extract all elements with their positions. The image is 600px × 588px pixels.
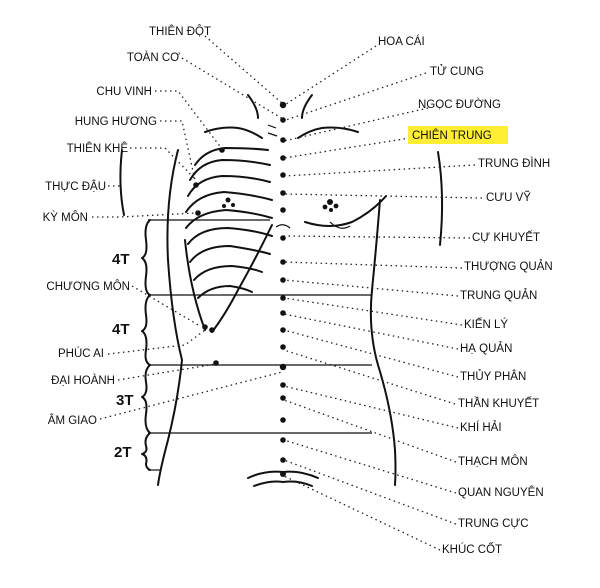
label-ky-mon: KỲ MÔN <box>43 211 88 224</box>
label-chu-vinh: CHU VINH <box>96 86 152 98</box>
label-tu-cung: TỬ CUNG <box>430 65 484 78</box>
highlight-chien-trung <box>408 126 508 144</box>
lateral-points <box>193 147 225 366</box>
label-thien-dot: THIÊN ĐỘT <box>149 25 211 38</box>
segment-label-4t-upper: 4T <box>112 251 130 268</box>
label-thien-khe: THIÊN KHÊ <box>67 142 129 155</box>
label-hung-huong: HUNG HƯƠNG <box>75 116 157 128</box>
label-thach-mon: THẠCH MÔN <box>458 455 528 468</box>
label-thuy-phan: THỦY PHÂN <box>460 370 526 383</box>
label-dai-hoanh: ĐẠI HOÀNH <box>51 374 115 387</box>
label-trung-cuc: TRUNG CỰC <box>458 518 529 530</box>
label-chien-trung: CHIÊN TRUNG <box>412 129 492 142</box>
label-khuc-cot: KHÚC CỐT <box>442 542 502 556</box>
label-hoa-cai: HOA CÁI <box>378 35 425 48</box>
label-chuong-mon: CHƯƠNG MÔN <box>46 280 130 293</box>
measurement-brackets <box>141 219 372 471</box>
nipple-marks <box>222 197 339 212</box>
label-trung-quan: TRUNG QUẢN <box>460 289 537 302</box>
label-thuc-dau: THỰC ĐẬU <box>45 180 106 193</box>
label-cu-khuyet: CỰ KHUYẾT <box>472 231 540 244</box>
label-trung-dinh: TRUNG ĐÌNH <box>478 157 550 170</box>
body-outline <box>119 94 444 487</box>
label-ngoc-duong: NGỌC ĐƯỜNG <box>418 98 501 111</box>
segment-label-3t: 3T <box>116 392 134 409</box>
label-thuong-quan: THƯỢNG QUẢN <box>464 260 553 273</box>
segment-label-4t-lower: 4T <box>112 321 130 338</box>
label-khi-hai: KHÍ HẢI <box>460 421 502 434</box>
label-ha-quan: HẠ QUẢN <box>460 342 512 355</box>
label-am-giao: ÂM GIAO <box>48 414 97 427</box>
label-phuc-ai: PHÚC AI <box>58 347 104 360</box>
label-kien-ly: KIẾN LÝ <box>464 318 508 331</box>
label-cuu-vy: CƯU VỸ <box>486 191 531 204</box>
label-than-khuyet: THẦN KHUYẾT <box>458 397 539 410</box>
label-quan-nguyen: QUAN NGUYÊN <box>458 486 544 499</box>
label-toan-co: TOÀN CƠ <box>127 51 180 64</box>
leader-lines <box>92 35 483 551</box>
segment-label-2t: 2T <box>114 444 132 461</box>
